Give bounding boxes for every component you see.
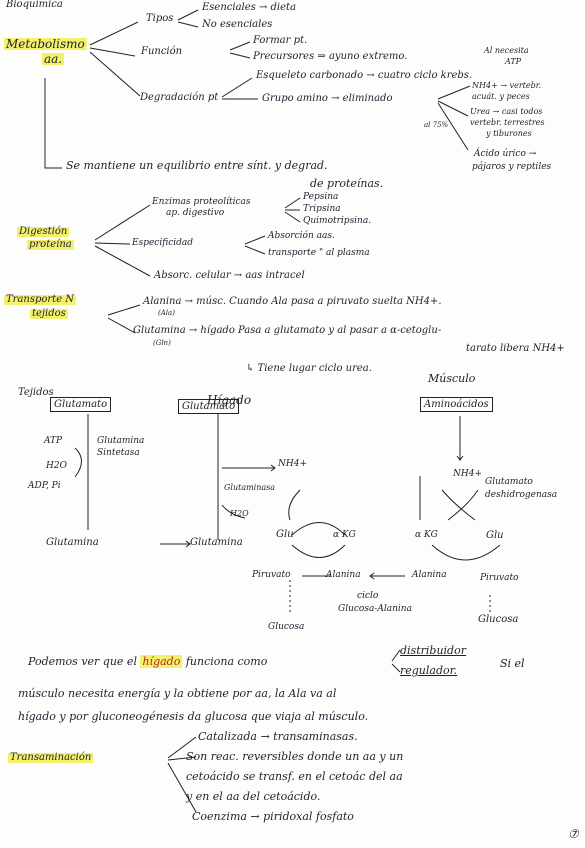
enzimas-line2: ap. digestivo xyxy=(166,208,225,218)
piruvato-liver: Piruvato xyxy=(252,570,291,580)
paragraph-higado-highlight: hígado xyxy=(140,655,183,668)
paragraph-line1-b: funciona como xyxy=(185,655,268,668)
h2o-liver: H2O xyxy=(230,509,249,518)
acido-urico-line2: pájaros y reptiles xyxy=(472,162,552,172)
nh4-liver: NH4+ xyxy=(278,459,307,469)
digestion-title-line2: proteína xyxy=(27,239,74,250)
aminoacidos-box: Aminoácidos xyxy=(420,397,493,412)
metabolismo-title-line1: Metabolismo xyxy=(4,37,87,51)
paragraph-line1-a: Podemos ver que el xyxy=(28,655,137,668)
note-atp-line1: Al necesita xyxy=(484,46,529,55)
transaminacion-title: Transaminación xyxy=(8,752,94,763)
funcion-label: Función xyxy=(141,46,183,57)
y-en-line: y en el aa del cetoácido. xyxy=(186,790,321,803)
quimotripsina-label: Quimotripsina. xyxy=(303,216,372,226)
akg-muscle: α KG xyxy=(415,530,438,540)
higado-header: Hígado xyxy=(207,393,252,407)
cetoacido-line: cetoácido se transf. en el cetoác del aa xyxy=(186,770,403,783)
gln-abbr: (Gln) xyxy=(153,339,171,347)
transporte-title-line1: Transporte N xyxy=(4,294,77,305)
transporte-plasma-label: transporte " al plasma xyxy=(268,248,370,258)
grupo-amino-label: Grupo amino → eliminado xyxy=(262,93,393,104)
glutaminasa-label: Glutaminasa xyxy=(224,483,276,492)
tipos-label: Tipos xyxy=(146,13,174,24)
no-esenciales-label: No esenciales xyxy=(202,19,273,30)
esqueleto-label: Esqueleto carbonado → cuatro ciclo krebs… xyxy=(256,70,473,81)
enzimas-line1: Enzimas proteolíticas xyxy=(152,197,251,207)
akg-liver: α KG xyxy=(333,530,356,540)
al-75-note: al 75% xyxy=(424,121,449,129)
urea-line2: vertebr. terrestres xyxy=(470,118,545,127)
paragraph-line1: Podemos ver que el hígado funciona como xyxy=(28,655,268,668)
page-number: ⑦ xyxy=(568,827,579,841)
glutamato-box-tejidos: Glutamato xyxy=(50,397,112,412)
absorc-celular-label: Absorc. celular → aas intracel xyxy=(154,270,305,281)
son-reac-line: Son reac. reversibles donde un aa y un xyxy=(186,750,404,763)
nh4-muscle: NH4+ xyxy=(453,469,482,479)
glucosa-alanina-label: Glucosa-Alanina xyxy=(338,604,412,614)
digestion-title-line1: Digestión xyxy=(17,226,70,237)
adp-label: ADP, Pi xyxy=(28,481,61,491)
glutamina-higado: Glutamina xyxy=(190,537,243,548)
especificidad-label: Especificidad xyxy=(132,238,194,248)
paragraph-line2: músculo necesita energía y la obtiene po… xyxy=(18,687,337,700)
glucosa-liver: Glucosa xyxy=(268,622,305,632)
tripsina-label: Tripsina xyxy=(303,204,341,214)
glutamina-tejidos: Glutamina xyxy=(46,537,99,548)
regulador-label: regulador. xyxy=(400,664,458,677)
degradacion-label: Degradación pt xyxy=(140,92,219,103)
glutamina-sintetasa-line1: Glutamina xyxy=(97,436,145,446)
urea-line3: y tiburones xyxy=(486,129,532,138)
pepsina-label: Pepsina xyxy=(303,192,339,202)
catalizada-line: Catalizada → transaminasas. xyxy=(198,730,358,743)
esenciales-label: Esenciales → dieta xyxy=(202,2,297,13)
acido-urico-line1: Ácido úrico → xyxy=(474,149,537,159)
paragraph-line1-c: Si el xyxy=(500,657,525,670)
glutamato-deshidro-line2: deshidrogenasa xyxy=(485,490,558,500)
ciclo-urea-line: ↳ Tiene lugar ciclo urea. xyxy=(246,363,372,374)
musculo-header: Músculo xyxy=(428,372,476,385)
glutamato-deshidro-line1: Glutamato xyxy=(485,477,533,487)
nh4-vertebr-line2: acuát. y peces xyxy=(472,92,530,101)
h2o-label: H2O xyxy=(46,461,67,471)
glutamina-line: Glutamina → hígado Pasa a glutamato y al… xyxy=(133,325,442,336)
tejidos-header: Tejidos xyxy=(18,387,54,398)
alanina-line: Alanina → músc. Cuando Ala pasa a piruva… xyxy=(143,296,442,307)
ciclo-label: ciclo xyxy=(357,591,379,601)
equilibrio-line2: de proteínas. xyxy=(310,177,384,190)
glu-liver: Glu xyxy=(276,529,294,540)
transporte-title-line2: tejidos xyxy=(30,308,68,319)
urea-line1: Urea → casi todos xyxy=(470,107,543,116)
glucosa-muscle: Glucosa xyxy=(478,614,519,625)
alanina-muscle: Alanina xyxy=(412,570,447,580)
equilibrio-line1: Se mantiene un equilibrio entre sínt. y … xyxy=(66,159,328,172)
metabolismo-title-line2: aa. xyxy=(42,52,65,66)
absorcion-aas-label: Absorción aas. xyxy=(268,231,335,241)
paragraph-line3: hígado y por gluconeogénesis da glucosa … xyxy=(18,710,369,723)
piruvato-muscle: Piruvato xyxy=(480,573,519,583)
formar-pt-label: Formar pt. xyxy=(253,35,308,46)
glutamina-sintetasa-line2: Sintetasa xyxy=(97,448,140,458)
alanina-liver: Alanina xyxy=(326,570,361,580)
atp-label: ATP xyxy=(44,436,63,446)
distribuidor-label: distribuidor xyxy=(400,644,466,657)
subject-title: Bioquímica xyxy=(6,0,63,10)
libera-line: tarato libera NH4+ xyxy=(466,343,565,354)
coenzima-line: Coenzima → piridoxal fosfato xyxy=(192,810,354,823)
precursores-label: Precursores ⇒ ayuno extremo. xyxy=(253,51,408,62)
nh4-vertebr-line1: NH4+ → vertebr. xyxy=(472,81,542,90)
glu-muscle: Glu xyxy=(486,530,504,541)
glutamato-box-higado: Glutamato xyxy=(178,399,240,414)
note-atp-line2: ATP xyxy=(505,57,522,66)
ala-abbr: (Ala) xyxy=(158,309,175,317)
